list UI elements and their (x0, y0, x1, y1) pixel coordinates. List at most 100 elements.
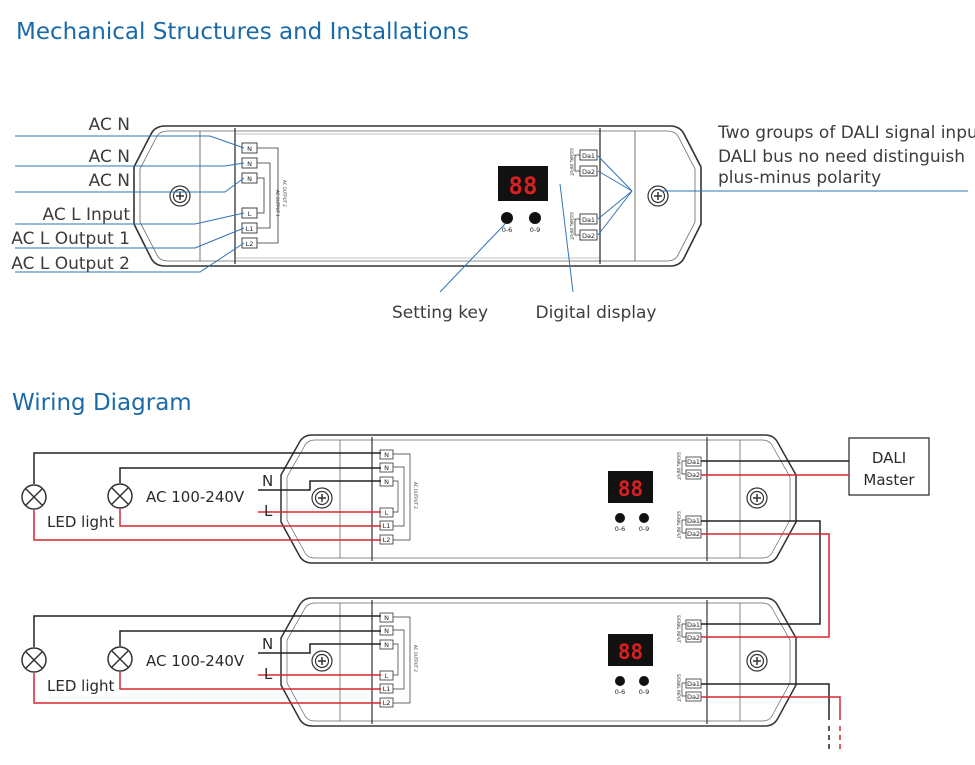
setting-key-button[interactable] (639, 513, 649, 523)
dali-note-line: Two groups of DALI signal input (717, 123, 975, 143)
setting-key-button[interactable] (615, 676, 625, 686)
wires-unit-1 (33, 452, 849, 638)
signal-input-label: SIGNAL INPUT (676, 615, 681, 644)
mounting-screw-icon (746, 487, 768, 509)
wiring-device-2: N N N L L1 L2 AC OUTPUT 2 Da1 Da2 Da1 Da… (280, 597, 797, 727)
terminal-label: N (384, 641, 389, 649)
digital-display (608, 634, 653, 666)
terminal-label: Da1 (582, 216, 595, 224)
line-label: L (264, 665, 273, 683)
terminal-label: N (384, 464, 389, 472)
terminal-label: N (384, 451, 389, 459)
ac-output-label: AC OUTPUT 2 (413, 482, 418, 509)
dali-master-label: DALI (872, 449, 906, 467)
dali-note-line: plus-minus polarity (718, 168, 881, 188)
key-label: 0-9 (530, 226, 541, 234)
signal-input-label: SIGNAL INPUT (676, 452, 681, 481)
terminal-label: L1 (383, 522, 391, 530)
terminal-label: L (248, 210, 252, 218)
terminal-label: L1 (383, 685, 391, 693)
signal-input-label: SIGNAL INPUT (676, 511, 681, 540)
terminal-label: N (247, 160, 252, 168)
terminal-label: L1 (246, 225, 254, 233)
terminal-label: Da2 (687, 634, 700, 642)
mounting-screw-icon (311, 650, 333, 672)
terminal-label: Da1 (687, 680, 700, 688)
mounting-screw-icon (311, 487, 333, 509)
setting-key-button[interactable] (615, 513, 625, 523)
display-digits: 88 (618, 640, 643, 664)
terminal-label: L (385, 509, 389, 517)
key-label: 0-9 (639, 525, 650, 533)
mounting-screw-icon (647, 185, 669, 207)
terminal-label: Da2 (582, 168, 595, 176)
mechanical-device: N N N L L1 L2 AC OUTPUT 2 AC OUTPUT 1 Da… (133, 125, 702, 267)
terminal-label: Da1 (687, 621, 700, 629)
terminal-label: N (247, 175, 252, 183)
label-ac-n: AC N (89, 115, 130, 135)
leader-lines (15, 135, 968, 293)
signal-input-label: SIGNAL INPUT (676, 674, 681, 703)
setting-key-button[interactable] (529, 212, 541, 224)
terminal-label: L2 (383, 536, 391, 544)
digital-display (608, 471, 653, 503)
dali-master-label: Master (863, 471, 915, 489)
label-ac-n: AC N (89, 171, 130, 191)
terminal-label: L (385, 672, 389, 680)
display-digits: 88 (618, 477, 643, 501)
terminal-label: L2 (246, 240, 254, 248)
key-label: 0-6 (615, 525, 626, 533)
mounting-screw-icon (746, 650, 768, 672)
wiring-device-1: N N N L L1 L2 AC OUTPUT 2 Da1 Da2 Da1 Da… (280, 434, 797, 564)
setting-key-button[interactable] (639, 676, 649, 686)
terminal-block-right: Da1 Da2 Da1 Da2 SIGNAL INPUT SIGNAL INPU… (569, 148, 598, 241)
digital-display (498, 166, 548, 201)
terminal-label: Da1 (687, 517, 700, 525)
terminal-block-left: N N N L L1 L2 AC OUTPUT 2 AC OUTPUT 1 (241, 142, 287, 249)
setting-key-label: Setting key (392, 303, 488, 323)
digital-display-label: Digital display (536, 303, 657, 323)
label-ac-l-input: AC L Input (43, 205, 131, 225)
ac-output-label: AC OUTPUT 2 (282, 180, 287, 207)
label-ac-l-output-2: AC L Output 2 (11, 254, 130, 274)
terminal-label: Da2 (687, 530, 700, 538)
line-label: L (264, 502, 273, 520)
neutral-label: N (262, 472, 273, 490)
label-ac-l-output-1: AC L Output 1 (11, 229, 130, 249)
dali-master-box (848, 437, 930, 496)
neutral-label: N (262, 635, 273, 653)
led-light-label: LED light (47, 513, 115, 531)
mechanical-section-title: Mechanical Structures and Installations (16, 19, 469, 45)
ac-output-label: AC OUTPUT 1 (275, 190, 280, 217)
led-light-icon (21, 484, 47, 510)
ac-source-icon (107, 483, 133, 509)
terminal-label: N (384, 614, 389, 622)
key-label: 0-9 (639, 688, 650, 696)
signal-input-label: SIGNAL INPUT (569, 148, 574, 177)
led-light-icon (21, 647, 47, 673)
led-light-label: LED light (47, 677, 115, 695)
terminal-label: Da2 (687, 693, 700, 701)
wires-unit-2 (33, 615, 841, 750)
wiring-section-title: Wiring Diagram (12, 390, 192, 416)
key-label: 0-6 (615, 688, 626, 696)
terminal-label: Da2 (582, 232, 595, 240)
label-ac-n: AC N (89, 147, 130, 167)
mounting-screw-icon (169, 185, 191, 207)
display-digits: 88 (509, 172, 538, 200)
ac-source-icon (107, 646, 133, 672)
terminal-label: L2 (383, 699, 391, 707)
terminal-label: Da1 (582, 152, 595, 160)
signal-input-label: SIGNAL INPUT (569, 212, 574, 241)
terminal-label: Da1 (687, 458, 700, 466)
terminal-label: N (384, 627, 389, 635)
terminal-label: N (384, 478, 389, 486)
setting-key-button[interactable] (501, 212, 513, 224)
dali-note-line: DALI bus no need distinguish (718, 147, 965, 167)
terminal-label: Da2 (687, 471, 700, 479)
key-label: 0-6 (502, 226, 513, 234)
ac-output-label: AC OUTPUT 2 (413, 645, 418, 672)
terminal-label: N (247, 145, 252, 153)
supply-label: AC 100-240V (146, 652, 245, 670)
